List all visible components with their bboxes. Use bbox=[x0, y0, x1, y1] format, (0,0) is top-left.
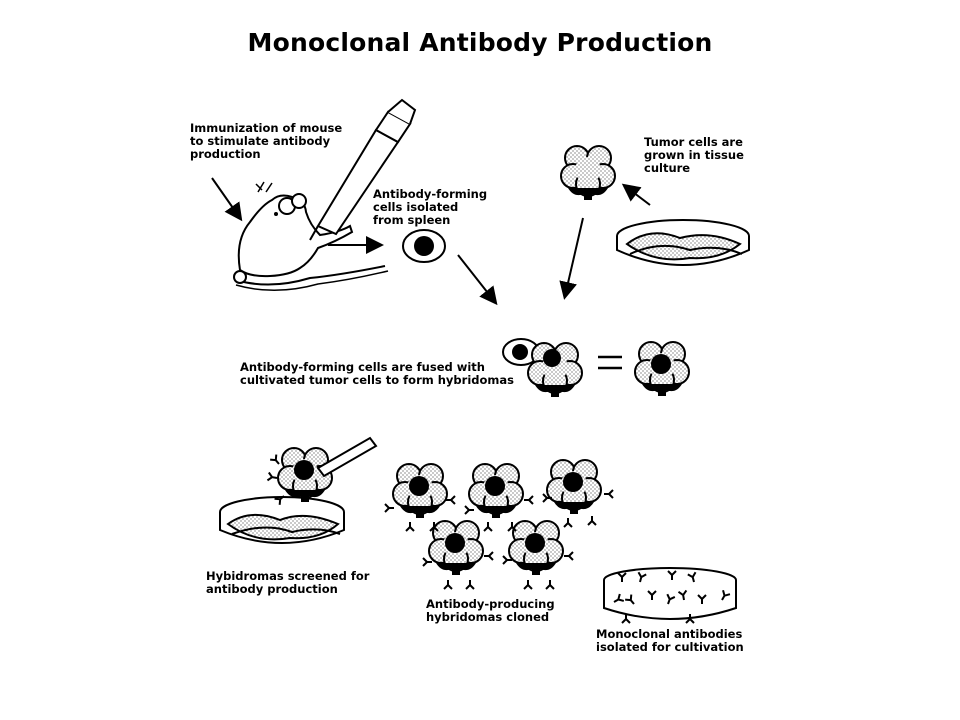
small-pipette-icon bbox=[316, 436, 378, 478]
arrow-dish-to-tumor bbox=[621, 183, 651, 206]
clone-2 bbox=[469, 464, 523, 518]
label-isolated: Monoclonal antibodies isolated for culti… bbox=[596, 627, 744, 654]
culture-dish bbox=[616, 219, 750, 266]
antibody-dish bbox=[603, 567, 737, 624]
mouse-illustration bbox=[233, 181, 389, 291]
clone-1 bbox=[393, 464, 447, 518]
clone-5 bbox=[509, 521, 563, 575]
arrow-to-mouse bbox=[211, 177, 243, 222]
antibody-forming-cell bbox=[402, 229, 446, 263]
label-antibody-forming-cells: Antibody-forming cells isolated from spl… bbox=[373, 187, 488, 227]
arrow-cell-to-fusion bbox=[457, 254, 498, 306]
label-screened: Hybidromas screened for antibody product… bbox=[206, 569, 370, 596]
clone-3 bbox=[547, 460, 601, 514]
tumor-cell bbox=[560, 145, 616, 201]
screening-dish bbox=[219, 496, 345, 544]
hybridoma-cell bbox=[635, 342, 689, 396]
label-tumor-cells: Tumor cells are grown in tissue culture bbox=[644, 135, 744, 175]
fusion-cells bbox=[502, 338, 583, 398]
label-cloned: Antibody-producing hybridomas cloned bbox=[426, 597, 555, 624]
pipette-icon bbox=[309, 98, 417, 241]
label-immunization: Immunization of mouse to stimulate antib… bbox=[190, 121, 343, 161]
label-fusion: Antibody-forming cells are fused with cu… bbox=[240, 360, 514, 387]
equals-sign-shape bbox=[598, 355, 622, 370]
arrow-tumor-to-fusion bbox=[559, 217, 584, 300]
page-title: Monoclonal Antibody Production bbox=[247, 28, 713, 57]
